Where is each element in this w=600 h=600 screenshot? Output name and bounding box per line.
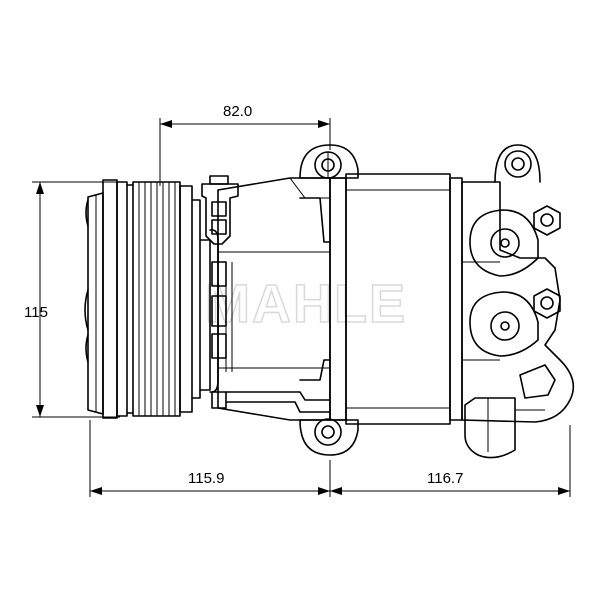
pulley xyxy=(84,179,201,419)
dimension-label-bottom-left: 115.9 xyxy=(188,470,224,487)
dimension-label-top: 82.0 xyxy=(223,103,252,120)
dimension-height: 115 xyxy=(24,181,120,418)
main-body xyxy=(329,173,463,425)
dimension-label-height: 115 xyxy=(24,304,48,321)
dimension-label-bottom-right: 116.7 xyxy=(427,470,463,487)
mounting-ear-top xyxy=(299,144,359,179)
rear-head xyxy=(461,144,575,459)
dimension-top-width: 82.0 xyxy=(159,103,331,186)
dimension-bottom: 115.9 116.7 xyxy=(89,420,571,497)
front-housing xyxy=(199,177,331,421)
watermark-logo: MAHLE xyxy=(205,274,407,334)
electrical-connector xyxy=(201,175,239,245)
mounting-ear-bottom xyxy=(299,418,359,456)
